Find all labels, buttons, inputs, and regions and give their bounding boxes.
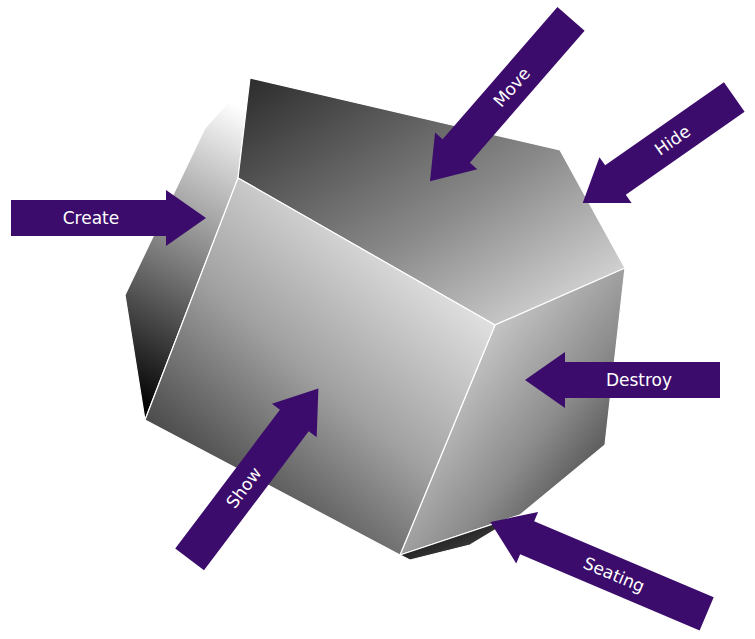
arrow-fill [525,352,720,408]
arrow-fill [479,496,717,639]
arrow-label: Show [167,372,341,577]
arrow-label: Destroy [525,352,720,408]
arrow-label: Move [408,0,591,199]
front-face [145,178,495,555]
arrow-text: Create [63,208,120,228]
arrow-fill [566,74,750,226]
arrow-fill [408,0,591,199]
arrow-fill [167,372,341,577]
arrow-label: Hide [566,74,750,226]
arrow-label: Seating [479,496,717,639]
arrow-fill [11,190,206,246]
arrow-text: Destroy [606,370,672,390]
arrow-label: Create [11,190,206,246]
